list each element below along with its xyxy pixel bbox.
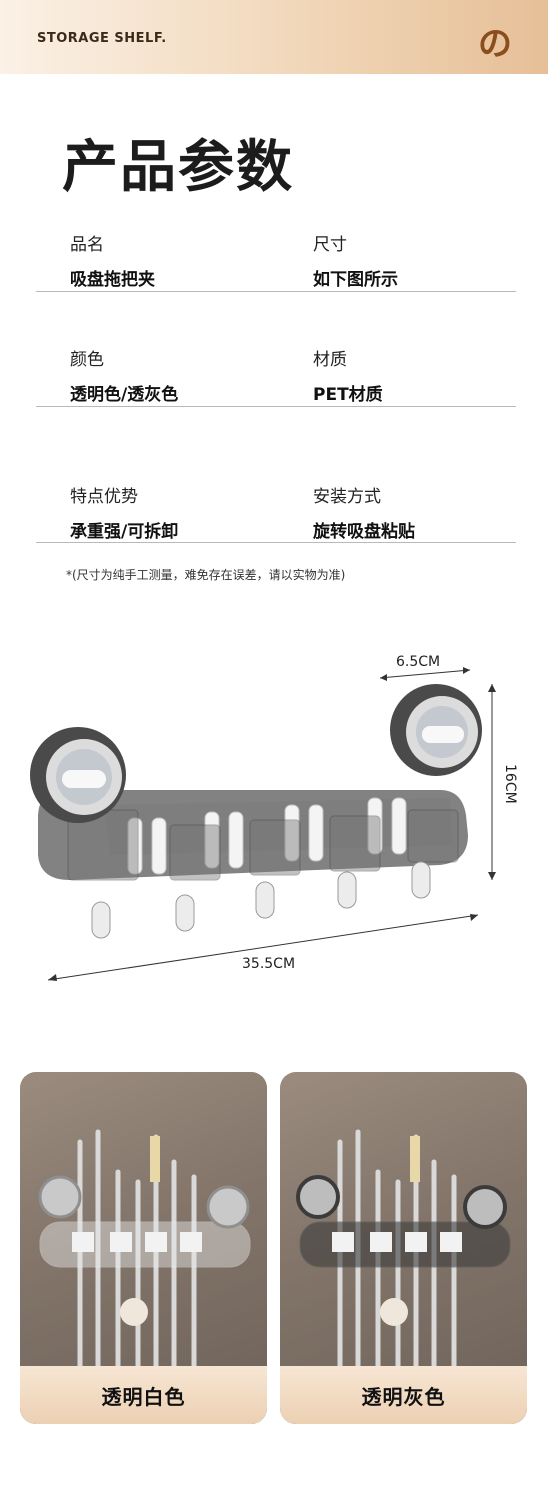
- length-dimension-line: [47, 914, 479, 981]
- variant-photo-clear-gray: [280, 1072, 527, 1424]
- param-features: 特点优势 承重强/可拆卸: [70, 482, 178, 542]
- param-value: 承重强/可拆卸: [70, 522, 179, 542]
- width-dimension-line: [379, 669, 471, 679]
- header-banner: STORAGE SHELF. の: [0, 0, 548, 74]
- param-label: 特点优势: [70, 487, 138, 507]
- divider: [36, 406, 516, 407]
- param-value: 旋转吸盘粘贴: [313, 522, 415, 542]
- param-label: 品名: [70, 235, 104, 255]
- param-size: 尺寸 如下图所示: [313, 230, 398, 290]
- brand-name: STORAGE SHELF.: [37, 31, 167, 46]
- param-name: 品名 吸盘拖把夹: [70, 230, 155, 290]
- variant-caption: 透明白色: [20, 1366, 267, 1424]
- mop-holder-body: [38, 790, 468, 939]
- variant-card-clear-gray: 透明灰色: [280, 1072, 527, 1424]
- measurement-note: *(尺寸为纯手工测量，难免存在误差，请以实物为准): [66, 568, 346, 582]
- param-label: 颜色: [70, 350, 104, 370]
- param-installation: 安装方式 旋转吸盘粘贴: [313, 482, 415, 542]
- param-value: 吸盘拖把夹: [70, 270, 155, 290]
- suction-cup-left: [30, 727, 126, 823]
- variant-caption: 透明灰色: [280, 1366, 527, 1424]
- width-dimension-label: 6.5CM: [396, 654, 441, 670]
- product-dimension-diagram: [30, 667, 496, 981]
- param-value: PET材质: [313, 385, 383, 405]
- variant-photo-clear-white: [20, 1072, 267, 1424]
- param-color: 颜色 透明色/透灰色: [70, 345, 178, 405]
- height-dimension-label: 16CM: [502, 764, 518, 804]
- param-value: 如下图所示: [313, 270, 398, 290]
- length-dimension-label: 35.5CM: [242, 956, 296, 972]
- brand-logo-icon: の: [478, 24, 512, 64]
- variant-card-clear-white: 透明白色: [20, 1072, 267, 1424]
- param-label: 材质: [313, 350, 347, 370]
- suction-cup-right: [390, 684, 482, 776]
- param-label: 安装方式: [313, 487, 381, 507]
- section-title: 产品参数: [62, 135, 294, 200]
- divider: [36, 291, 516, 292]
- param-value: 透明色/透灰色: [70, 385, 179, 405]
- divider: [36, 542, 516, 543]
- param-label: 尺寸: [313, 235, 347, 255]
- param-material: 材质 PET材质: [313, 345, 383, 405]
